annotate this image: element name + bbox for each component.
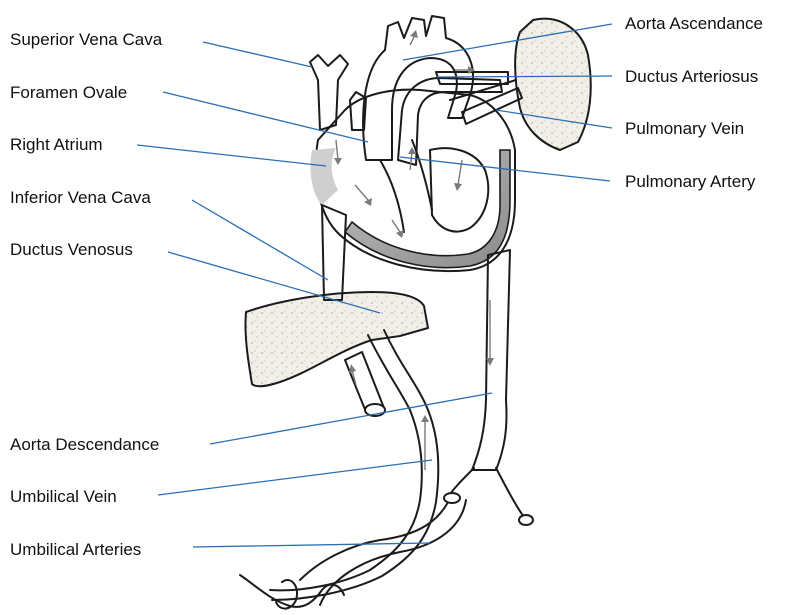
label-aorta-descendance: Aorta Descendance: [10, 435, 159, 454]
leader-umbilical-vein: [158, 460, 432, 495]
labels-left: Superior Vena Cava Foramen Ovale Right A…: [10, 30, 163, 559]
leader-inferior-vena-cava: [192, 200, 328, 280]
label-aorta-ascendance: Aorta Ascendance: [625, 14, 763, 33]
label-ductus-arteriosus: Ductus Arteriosus: [625, 67, 758, 86]
leader-umbilical-arteries: [193, 543, 430, 547]
heart-outline: [316, 90, 515, 271]
iliac-opening-right: [519, 515, 533, 525]
left-ventricle-cavity: [430, 148, 488, 231]
label-pulmonary-vein: Pulmonary Vein: [625, 119, 744, 138]
label-foramen-ovale: Foramen Ovale: [10, 83, 127, 102]
leader-aorta-descendance: [210, 393, 492, 444]
iliac-opening-left: [444, 493, 460, 503]
label-superior-vena-cava: Superior Vena Cava: [10, 30, 163, 49]
superior-vena-cava-vessel: [310, 55, 348, 130]
right-atrium-shade: [310, 148, 338, 205]
ductus-venosus-vessel: [345, 352, 384, 412]
interventricular-septum: [380, 140, 432, 232]
label-inferior-vena-cava: Inferior Vena Cava: [10, 188, 151, 207]
label-umbilical-arteries: Umbilical Arteries: [10, 540, 141, 559]
label-right-atrium: Right Atrium: [10, 135, 103, 154]
liver-shape: [245, 292, 428, 386]
labels-right: Aorta Ascendance Ductus Arteriosus Pulmo…: [625, 14, 763, 191]
label-pulmonary-artery: Pulmonary Artery: [625, 172, 756, 191]
leader-right-atrium: [137, 145, 326, 166]
label-umbilical-vein: Umbilical Vein: [10, 487, 117, 506]
leader-superior-vena-cava: [203, 42, 312, 67]
inferior-vena-cava-vessel: [322, 205, 346, 300]
label-ductus-venosus: Ductus Venosus: [10, 240, 133, 259]
